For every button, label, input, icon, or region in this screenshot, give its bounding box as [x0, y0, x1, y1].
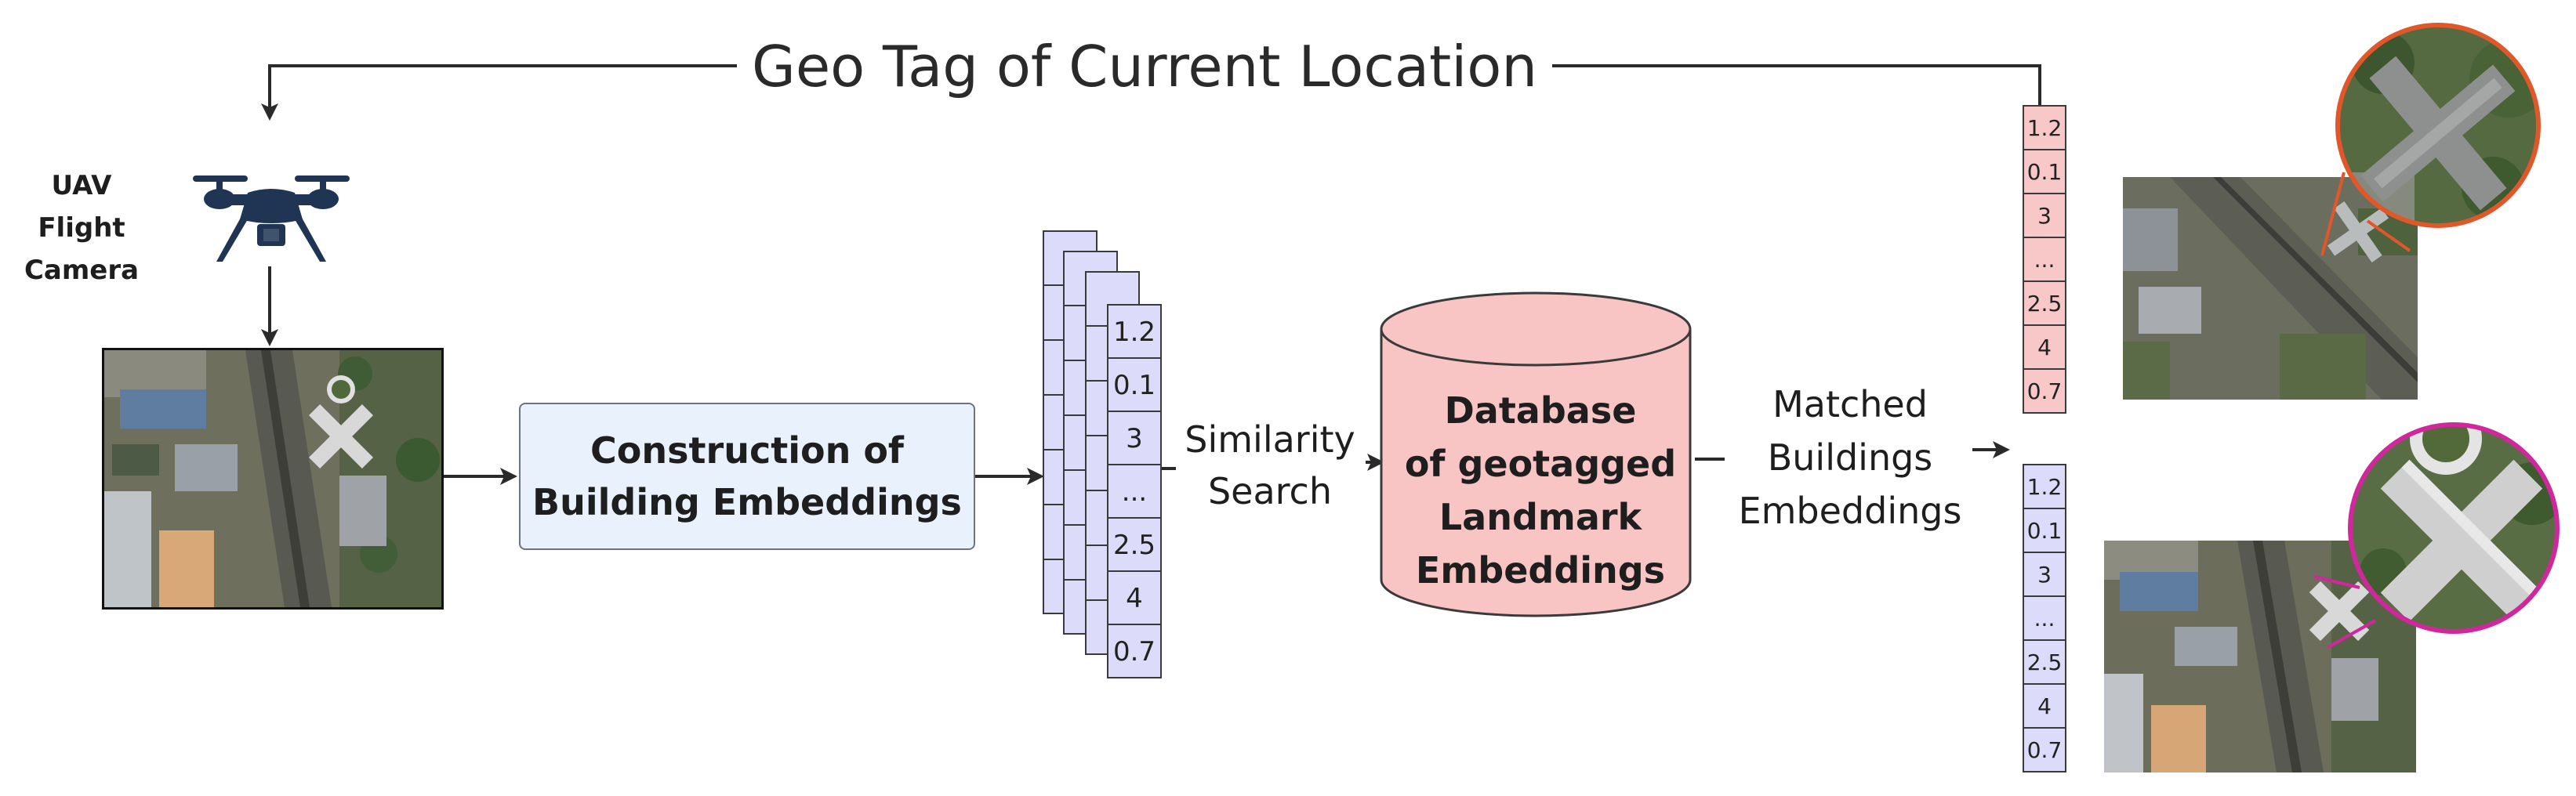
construction-box: Construction of Building Embeddings: [519, 403, 975, 550]
embedding-cell: 4: [2023, 683, 2066, 729]
database-line3: Landmark: [1439, 496, 1642, 538]
embedding-cell: 3: [2023, 552, 2066, 597]
uav-aerial-photo: [102, 348, 444, 610]
uav-camera-label: UAV Flight Camera: [3, 165, 160, 291]
similarity-search-label: Similarity Search: [1176, 414, 1364, 517]
database-label: Database of geotagged Landmark Embedding…: [1388, 384, 1693, 597]
similarity-line1: Similarity: [1185, 418, 1355, 461]
embedding-cell: 2.5: [2023, 639, 2066, 685]
database-cylinder: [1380, 291, 1692, 617]
embedding-cell: 4: [1107, 570, 1162, 625]
embedding-cell: 2.5: [2023, 280, 2066, 326]
bottom-zoom-lens: [2313, 422, 2560, 649]
uav-label-line1: UAV Flight: [38, 170, 125, 244]
database-line2: of geotagged: [1404, 443, 1677, 485]
matched-embeddings-label: Matched Buildings Embeddings: [1725, 378, 1976, 537]
matched-line1: Matched: [1772, 383, 1928, 425]
embedding-cell: 0.1: [2023, 508, 2066, 553]
embedding-cell: 0.7: [2023, 368, 2066, 414]
embedding-cell: 1.2: [2023, 464, 2066, 509]
uav-label-line2: Camera: [24, 255, 140, 286]
embedding-cell: 3: [2023, 193, 2066, 238]
embedding-cell: 0.1: [2023, 149, 2066, 194]
geotag-title: Geo Tag of Current Location: [737, 31, 1552, 102]
embedding-cell: 1.2: [1107, 304, 1162, 359]
embedding-cell: 3: [1107, 411, 1162, 465]
embedding-cell: 0.7: [2023, 727, 2066, 772]
match-top-aerial-photo: [2123, 177, 2418, 400]
matched-line2: Buildings: [1767, 436, 1933, 479]
matched-line3: Embeddings: [1738, 490, 1962, 532]
drone-icon: [193, 175, 350, 262]
embedding-cell: 2.5: [1107, 517, 1162, 572]
embedding-cell: ...: [2023, 237, 2066, 282]
stack-dividers: [1043, 284, 1107, 601]
embedding-cell: ...: [2023, 595, 2066, 641]
construction-line1: Construction of: [590, 429, 904, 472]
database-line1: Database: [1444, 389, 1637, 432]
top-zoom-lens: [2320, 23, 2541, 256]
embedding-cell: 1.2: [2023, 105, 2066, 150]
embedding-cell: 4: [2023, 324, 2066, 370]
embedding-cell: 0.7: [1107, 624, 1162, 678]
similarity-line2: Search: [1207, 470, 1333, 512]
embedding-cell: 0.1: [1107, 357, 1162, 412]
database-line4: Embeddings: [1415, 549, 1666, 592]
construction-line2: Building Embeddings: [532, 481, 962, 523]
